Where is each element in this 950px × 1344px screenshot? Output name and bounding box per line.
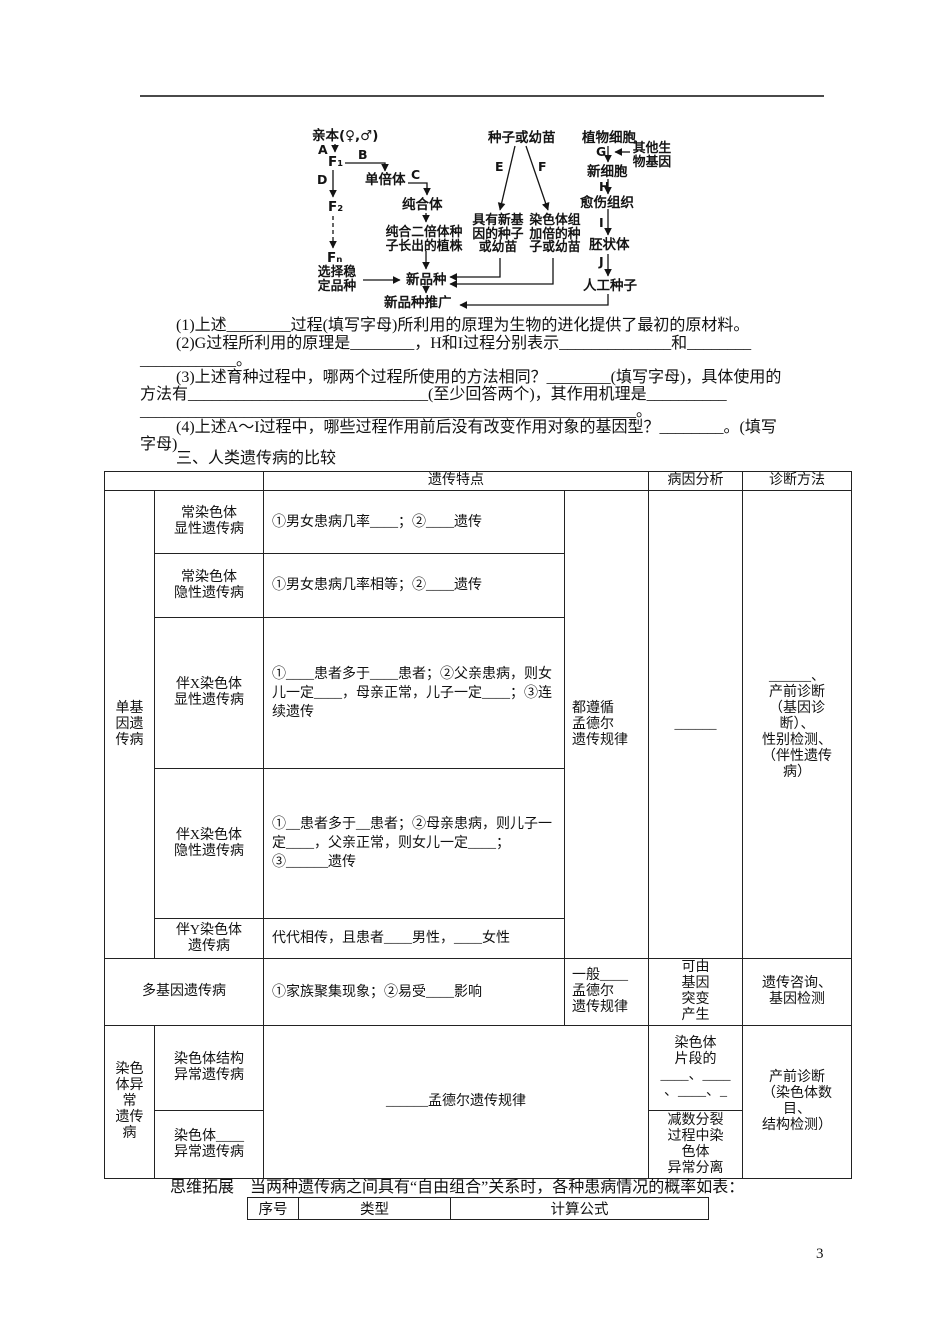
- question-2-line1: (2)G过程所利用的原理是________，H和I过程分别表示_________…: [176, 335, 752, 352]
- trait-x-recessive: ①__患者多于__患者；②母亲患病，则儿子一定____，父亲正常，则女儿一定__…: [263, 768, 565, 919]
- monogenic-cause: ______: [648, 490, 743, 959]
- type-polygenic: 多基因遗传病: [104, 958, 264, 1026]
- flow-node-variety-promotion: 新品种推广: [384, 295, 452, 311]
- mini-header-number: 序号: [247, 1197, 299, 1220]
- table-row-x-recessive: 伴X染色体 隐性遗传病 ①__患者多于__患者；②母亲患病，则儿子一定____，…: [105, 768, 852, 919]
- table-row-chromosome-numerical: 染色体____ 异常遗传病 减数分裂 过程中染 色体 异常分离: [105, 1110, 852, 1179]
- probability-table: 序号 类型 计算公式: [247, 1197, 709, 1220]
- question-1: (1)上述________过程(填写字母)所利用的原理为生物的进化提供了最初的原…: [176, 317, 750, 334]
- type-chromosome-structural: 染色体结构 异常遗传病: [154, 1025, 264, 1111]
- table-row-chromosome-structural: 染色 体异 常 遗传 病 染色体结构 异常遗传病 ______孟德尔遗传规律 染…: [104, 1025, 852, 1179]
- type-x-dominant: 伴X染色体 显性遗传病: [154, 617, 264, 769]
- flow-label-I: I: [599, 215, 604, 230]
- flow-node-fn: Fₙ: [327, 250, 343, 266]
- flow-label-J: J: [599, 254, 604, 269]
- table-row-y-linked: 伴Y染色体 遗传病 代代相传，且患者____男性，____女性: [105, 918, 852, 959]
- breeding-flowchart-arrows: [329, 144, 630, 309]
- flow-node-chromosome-doubled-seed: 染色体组 加倍的种 子或幼苗: [529, 213, 581, 255]
- header-cause: 病因分析: [648, 471, 743, 491]
- header-diagnosis: 诊断方法: [742, 471, 852, 491]
- type-x-recessive: 伴X染色体 隐性遗传病: [154, 768, 264, 919]
- type-autosomal-recessive: 常染色体 隐性遗传病: [154, 553, 264, 618]
- table-row-autosomal-dominant: 单基 因遗 传病 常染色体 显性遗传病 ①男女患病几率____；②____遗传 …: [104, 490, 852, 959]
- group-monogenic: 单基 因遗 传病: [104, 490, 155, 959]
- flow-node-plant-cell: 植物细胞: [582, 130, 636, 146]
- table-row-x-dominant: 伴X染色体 显性遗传病 ①____患者多于____患者；②父亲患病，则女儿一定_…: [105, 617, 852, 769]
- trait-autosomal-dominant: ①男女患病几率____；②____遗传: [263, 490, 565, 554]
- flow-label-A: A: [318, 142, 328, 157]
- extension-lead: 思维拓展 当两种遗传病之间具有“自由组合”关系时，各种患病情况的概率如表：: [170, 1179, 745, 1196]
- header-empty-cell: [104, 471, 264, 491]
- mini-header-type: 类型: [298, 1197, 451, 1220]
- header-rule: [140, 95, 824, 97]
- header-trait: 遗传特点: [263, 471, 649, 491]
- flow-node-homozygous-plant: 纯合二倍体种 子长出的植株: [385, 225, 463, 254]
- question-2-line2: ____________。: [140, 352, 253, 369]
- flow-node-callus: 愈伤组织: [580, 195, 634, 211]
- flow-node-new-gene-seed: 具有新基 因的种子 或幼苗: [472, 213, 524, 255]
- flow-node-artificial-seed: 人工种子: [583, 278, 637, 294]
- flow-node-f2: F₂: [328, 199, 344, 215]
- group-chromosomal: 染色 体异 常 遗传 病: [104, 1025, 155, 1179]
- flow-node-embryoid: 胚状体: [589, 237, 630, 253]
- flow-label-B: B: [358, 147, 368, 162]
- flow-node-seed-seedling: 种子或幼苗: [488, 130, 556, 146]
- table-row-autosomal-recessive: 常染色体 隐性遗传病 ①男女患病几率相等；②____遗传: [105, 553, 852, 618]
- flow-label-H: H: [599, 179, 610, 194]
- chromosomal-diagnosis: 产前诊断 （染色体数 目、 结构检测）: [742, 1025, 852, 1179]
- question-4-line2: 字母): [140, 436, 178, 453]
- flow-node-other-gene: 其他生 物基因: [632, 141, 672, 170]
- question-4-line1: (4)上述A～I过程中，哪些过程作用前后没有改变作用对象的基因型？_______…: [176, 419, 777, 436]
- flow-node-parents: 亲本(♀,♂): [312, 128, 379, 144]
- numerical-cause: 减数分裂 过程中染 色体 异常分离: [648, 1110, 743, 1179]
- mini-table-header-row: 序号 类型 计算公式: [247, 1197, 709, 1220]
- flow-label-F: F: [538, 159, 547, 174]
- table-header-row: 遗传特点 病因分析 诊断方法: [104, 471, 852, 491]
- question-3-line2: 方法有______________________________(至少回答两个…: [140, 386, 727, 403]
- trait-y-linked: 代代相传，且患者____男性，____女性: [263, 918, 565, 959]
- flow-node-select-stable: 选择稳 定品种: [317, 265, 357, 294]
- flow-label-E: E: [495, 159, 504, 174]
- trait-x-dominant: ①____患者多于____患者；②父亲患病，则女儿一定____，母亲正常，儿子一…: [263, 617, 565, 769]
- flow-node-homozygote: 纯合体: [402, 197, 443, 213]
- page-number: 3: [816, 1246, 824, 1262]
- trait-autosomal-recessive: ①男女患病几率相等；②____遗传: [263, 553, 565, 618]
- type-chromosome-numerical: 染色体____ 异常遗传病: [154, 1110, 264, 1179]
- flow-label-G: G: [596, 144, 607, 159]
- mini-header-formula: 计算公式: [450, 1197, 709, 1220]
- type-autosomal-dominant: 常染色体 显性遗传病: [154, 490, 264, 554]
- genetic-disease-comparison-table: 遗传特点 病因分析 诊断方法 单基 因遗 传病 常染色体 显性遗传病 ①男女患病…: [104, 471, 852, 1179]
- polygenic-cause: 可由 基因 突变 产生: [648, 958, 743, 1026]
- trait-polygenic: ①家族聚集现象；②易受____影响: [263, 958, 565, 1026]
- flow-label-D: D: [317, 172, 328, 187]
- flow-node-new-cell: 新细胞: [587, 164, 628, 180]
- flow-label-C: C: [411, 167, 421, 182]
- type-y-linked: 伴Y染色体 遗传病: [154, 918, 264, 959]
- polygenic-law: 一般____ 孟德尔 遗传规律: [564, 958, 649, 1026]
- polygenic-diagnosis: 遗传咨询、 基因检测: [742, 958, 852, 1026]
- monogenic-law: 都遵循 孟德尔 遗传规律: [564, 490, 649, 959]
- monogenic-diagnosis: ______、 产前诊断 （基因诊 断）、 性别检测、 （伴性遗传 病）: [742, 490, 852, 959]
- question-3-line1: (3)上述育种过程中，哪两个过程所使用的方法相同？________(填写字母)，…: [176, 369, 782, 386]
- flow-node-f1: F₁: [328, 154, 344, 170]
- section-heading: 三、人类遗传病的比较: [176, 450, 337, 467]
- question-3-line3: ________________________________________…: [140, 403, 652, 420]
- table-row-polygenic: 多基因遗传病 ①家族聚集现象；②易受____影响 一般____ 孟德尔 遗传规律…: [104, 958, 852, 1026]
- chromosomal-trait: ______孟德尔遗传规律: [263, 1025, 649, 1179]
- structural-cause: 染色体 片段的 ____、____ 、____、_: [648, 1025, 743, 1111]
- flow-node-new-variety: 新品种: [406, 272, 447, 288]
- flow-node-haploid: 单倍体: [365, 172, 406, 188]
